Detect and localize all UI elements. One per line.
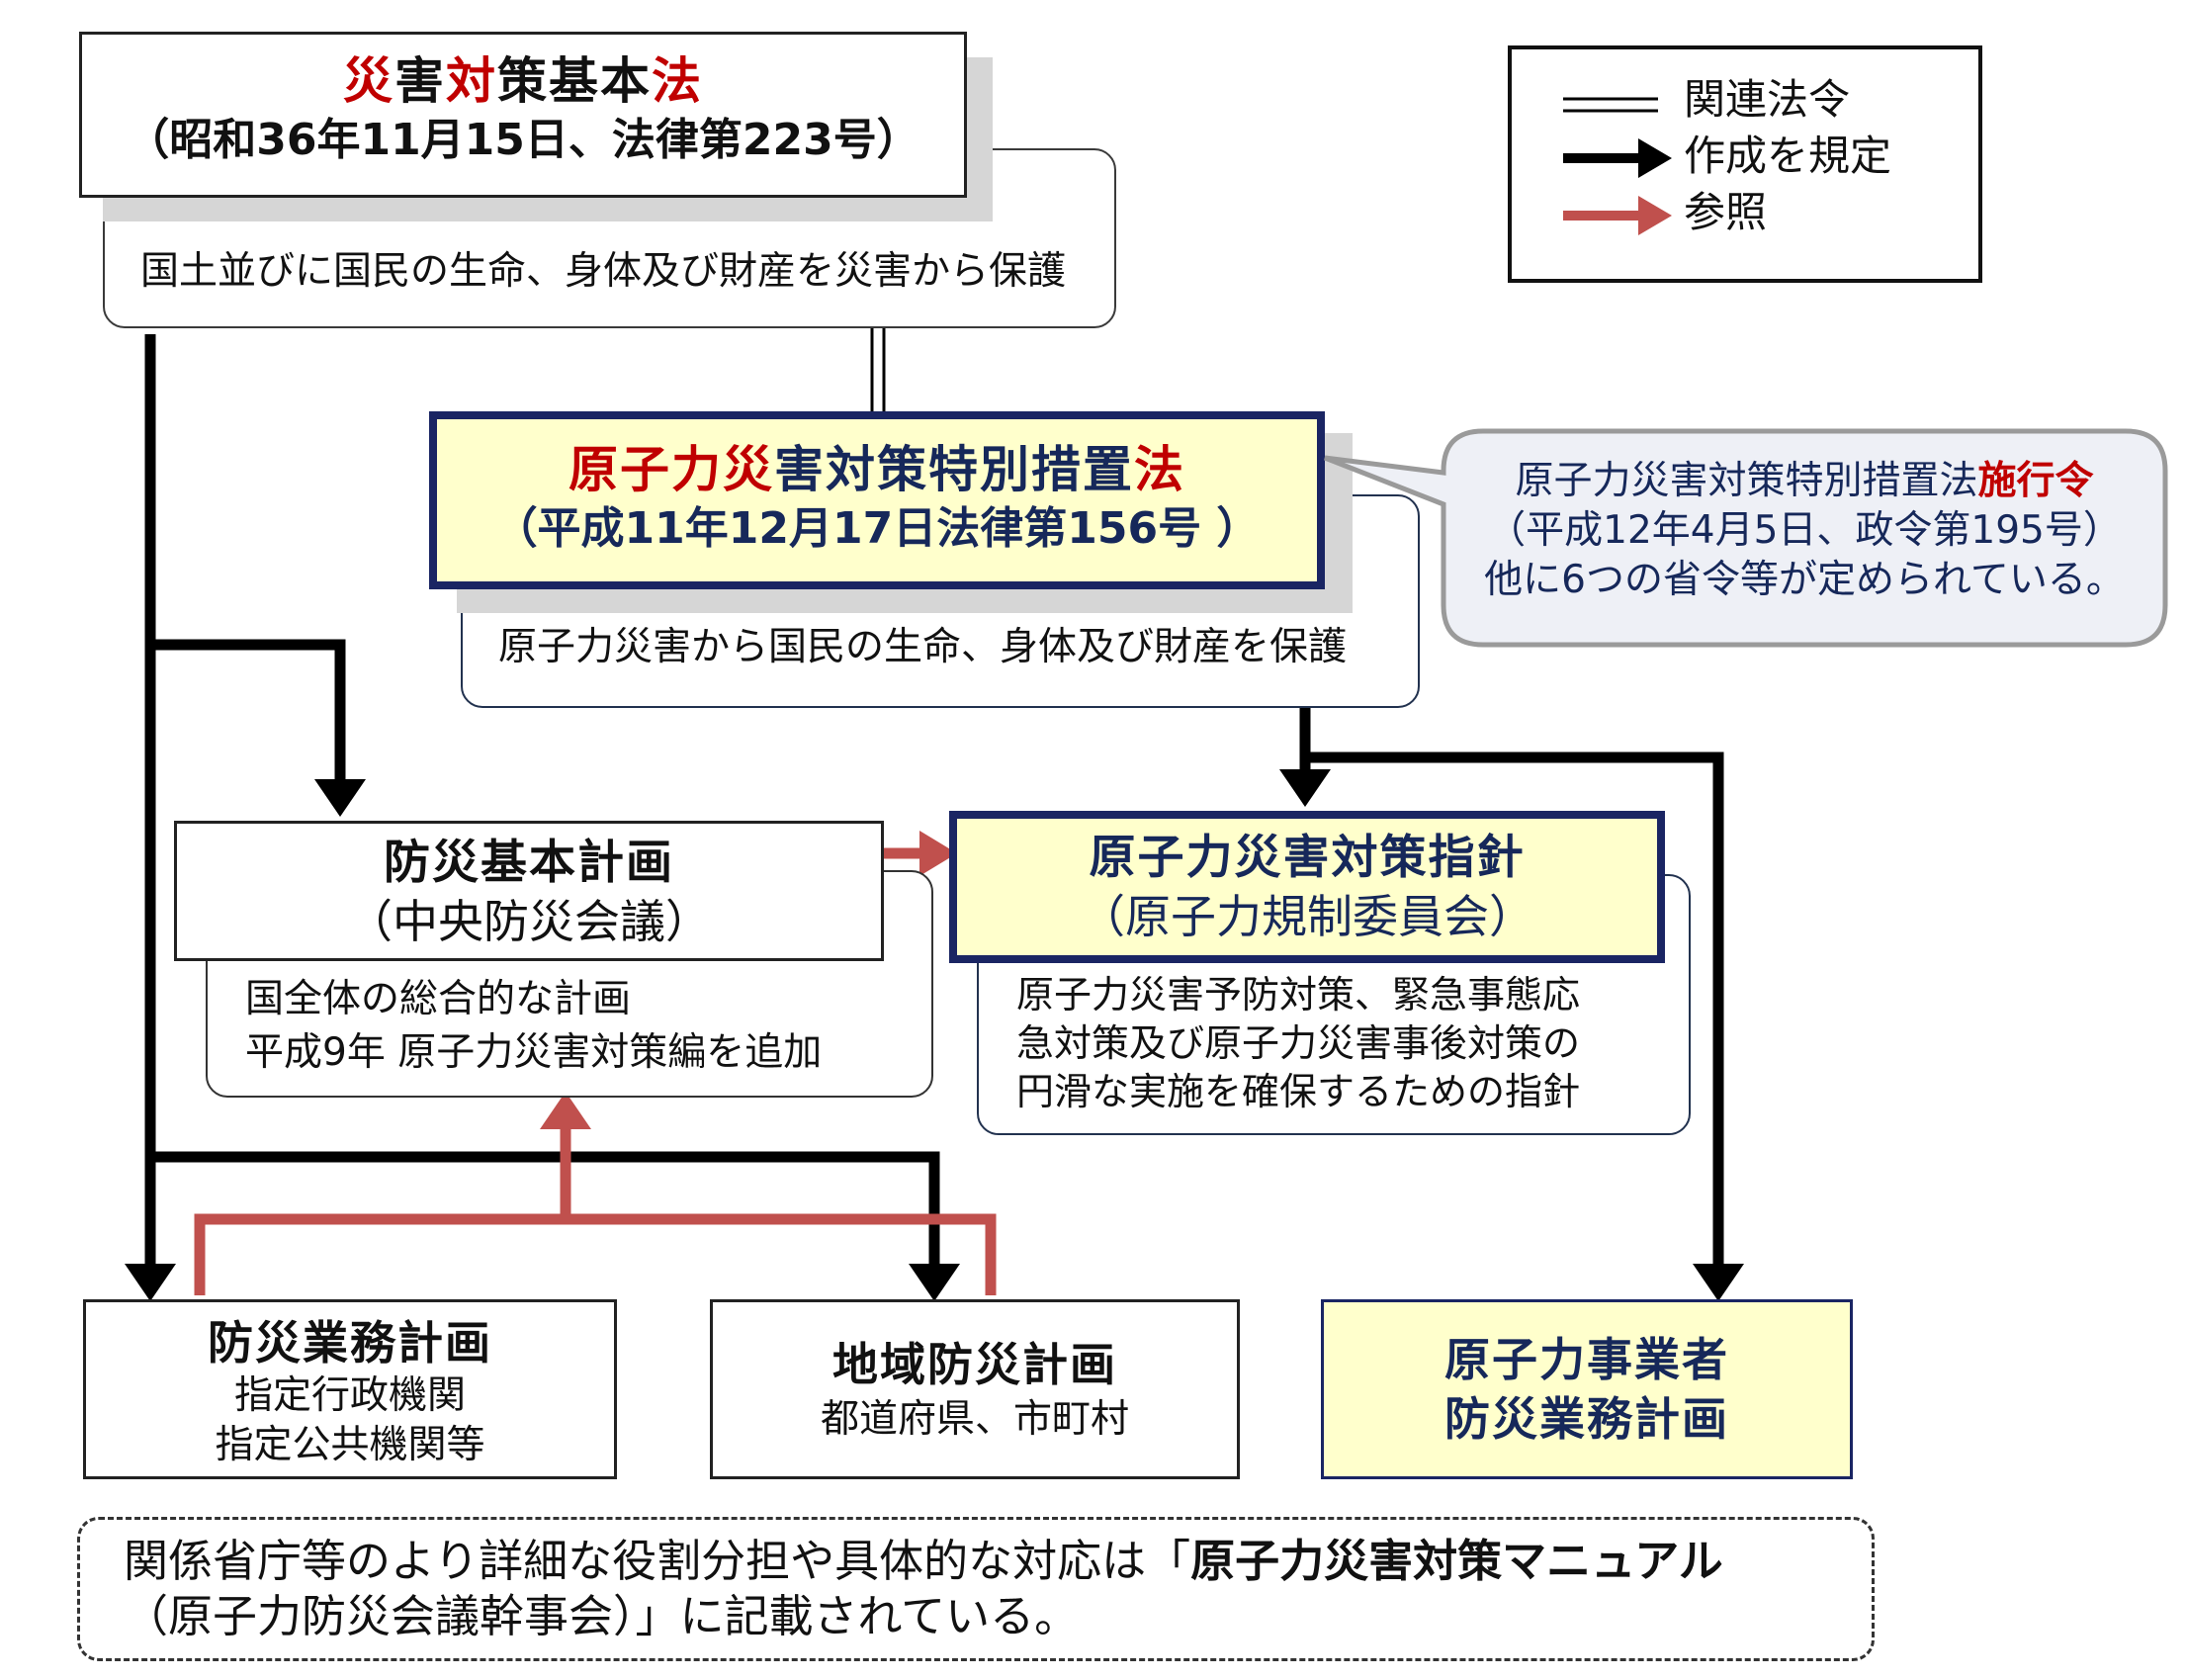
plan-operator-line1: 原子力事業者 (1444, 1333, 1729, 1386)
nuclear-law-date: （平成11年12月17日法律第156号 ） (493, 503, 1261, 554)
title-part: 策基本 (497, 52, 652, 110)
legend-label-reference: 参照 (1684, 188, 1768, 236)
ordinance-name: 原子力災害対策特別措置法 (1515, 459, 1978, 503)
double-line-icon (1563, 97, 1658, 113)
creation-arrows (144, 334, 1724, 1266)
black-arrow-icon (1563, 138, 1672, 178)
basic-law-purpose: 国土並びに国民の生命、身体及び財産を災害から保護 (140, 249, 1067, 294)
guideline-org: （原子力規制委員会） (1080, 890, 1534, 943)
creation-arrowheads (125, 769, 1744, 1301)
plan-operator-line2: 防災業務計画 (1444, 1392, 1729, 1446)
guideline-desc-line: 原子力災害予防対策、緊急事態応 (1016, 973, 1581, 1017)
title-part: 害 (394, 52, 446, 110)
guideline-title: 原子力災害対策指針 (1089, 831, 1526, 885)
title-part: 対 (446, 52, 497, 110)
title-part: 災 (343, 52, 394, 110)
title-part: 害対策特別措置 (774, 441, 1134, 498)
legend-label-related: 関連法令 (1684, 75, 1851, 124)
nuclear-law-title: 原子力災害対策特別措置法 (437, 439, 1317, 500)
ordinance-line2: （平成12年4月5日、政令第195号） (1487, 508, 2122, 553)
guideline-desc: 原子力災害予防対策、緊急事態応 急対策及び原子力災害事後対策の 円滑な実施を確保… (1016, 971, 1580, 1116)
basic-law-box: 災害対策基本法 （昭和36年11月15日、法律第223号） (79, 32, 967, 198)
plan-regional-box: 地域防災計画 都道府県、市町村 (710, 1299, 1240, 1479)
nuclear-law-box: 原子力災害対策特別措置法 （平成11年12月17日法律第156号 ） (429, 411, 1325, 589)
legend-label-creation: 作成を規定 (1684, 132, 1892, 180)
footnote-text: 関係省庁等のより詳細な役割分担や具体的な対応は「原子力災害対策マニュアル （原子… (124, 1534, 1723, 1644)
ordinance-type: 施行令 (1977, 459, 2094, 503)
footnote-box: 関係省庁等のより詳細な役割分担や具体的な対応は「原子力災害対策マニュアル （原子… (77, 1517, 1875, 1661)
footnote-line2: （原子力防災会議幹事会）」に記載されている。 (124, 1590, 1080, 1642)
guideline-desc-line: 急対策及び原子力災害事後対策の (1016, 1021, 1581, 1065)
title-part: 法 (652, 52, 703, 110)
guideline-desc-line: 円滑な実施を確保するための指針 (1016, 1070, 1581, 1113)
red-arrow-icon (1563, 196, 1672, 235)
title-part: 原子力 (568, 441, 723, 498)
nuclear-law-purpose: 原子力災害から国民の生命、身体及び財産を保護 (498, 625, 1348, 669)
plan-operations-box: 防災業務計画 指定行政機関 指定公共機関等 (83, 1299, 617, 1479)
legend-symbols (1563, 97, 1672, 235)
title-part: 災 (723, 441, 774, 498)
basic-law-title: 災害対策基本法 (82, 50, 964, 112)
title-part: 法 (1134, 441, 1185, 498)
legend-box: 関連法令 作成を規定 参照 (1508, 45, 1982, 283)
plan-basic-desc-line: 平成9年 原子力災害対策編を追加 (245, 1030, 823, 1075)
basic-law-date: （昭和36年11月15日、法律第223号） (126, 115, 920, 165)
plan-operations-line1: 指定行政機関 (233, 1373, 466, 1418)
reference-arrows (194, 847, 997, 1295)
plan-basic-desc: 国全体の総合的な計画 平成9年 原子力災害対策編を追加 (245, 973, 822, 1080)
plan-operations-line2: 指定公共機関等 (215, 1423, 485, 1467)
plan-basic-box: 防災基本計画 （中央防災会議） (174, 821, 884, 961)
ordinance-line1: 原子力災害対策特別措置法施行令 (1448, 457, 2160, 506)
reference-arrowheads (540, 831, 957, 1129)
plan-regional-title: 地域防災計画 (832, 1338, 1117, 1391)
plan-operator-box: 原子力事業者 防災業務計画 (1321, 1299, 1853, 1479)
ordinance-line3: 他に6つの省令等が定められている。 (1484, 558, 2125, 602)
guideline-box: 原子力災害対策指針 （原子力規制委員会） (949, 811, 1665, 963)
plan-operations-title: 防災業務計画 (208, 1316, 492, 1370)
legend-labels: 関連法令 作成を規定 参照 (1684, 71, 1891, 240)
footnote-plain: 関係省庁等のより詳細な役割分担や具体的な対応は「 (124, 1535, 1191, 1587)
footnote-line1: 関係省庁等のより詳細な役割分担や具体的な対応は「原子力災害対策マニュアル (124, 1534, 1723, 1589)
related-law-connector (870, 327, 886, 415)
ordinance-callout: 原子力災害対策特別措置法施行令 （平成12年4月5日、政令第195号） 他に6つ… (1448, 457, 2160, 605)
plan-regional-line1: 都道府県、市町村 (820, 1397, 1129, 1442)
plan-basic-org: （中央防災会議） (347, 895, 711, 948)
plan-basic-desc-line: 国全体の総合的な計画 (245, 977, 632, 1021)
footnote-manual-name: 原子力災害対策マニュアル (1190, 1535, 1723, 1587)
plan-basic-title: 防災基本計画 (384, 836, 674, 890)
